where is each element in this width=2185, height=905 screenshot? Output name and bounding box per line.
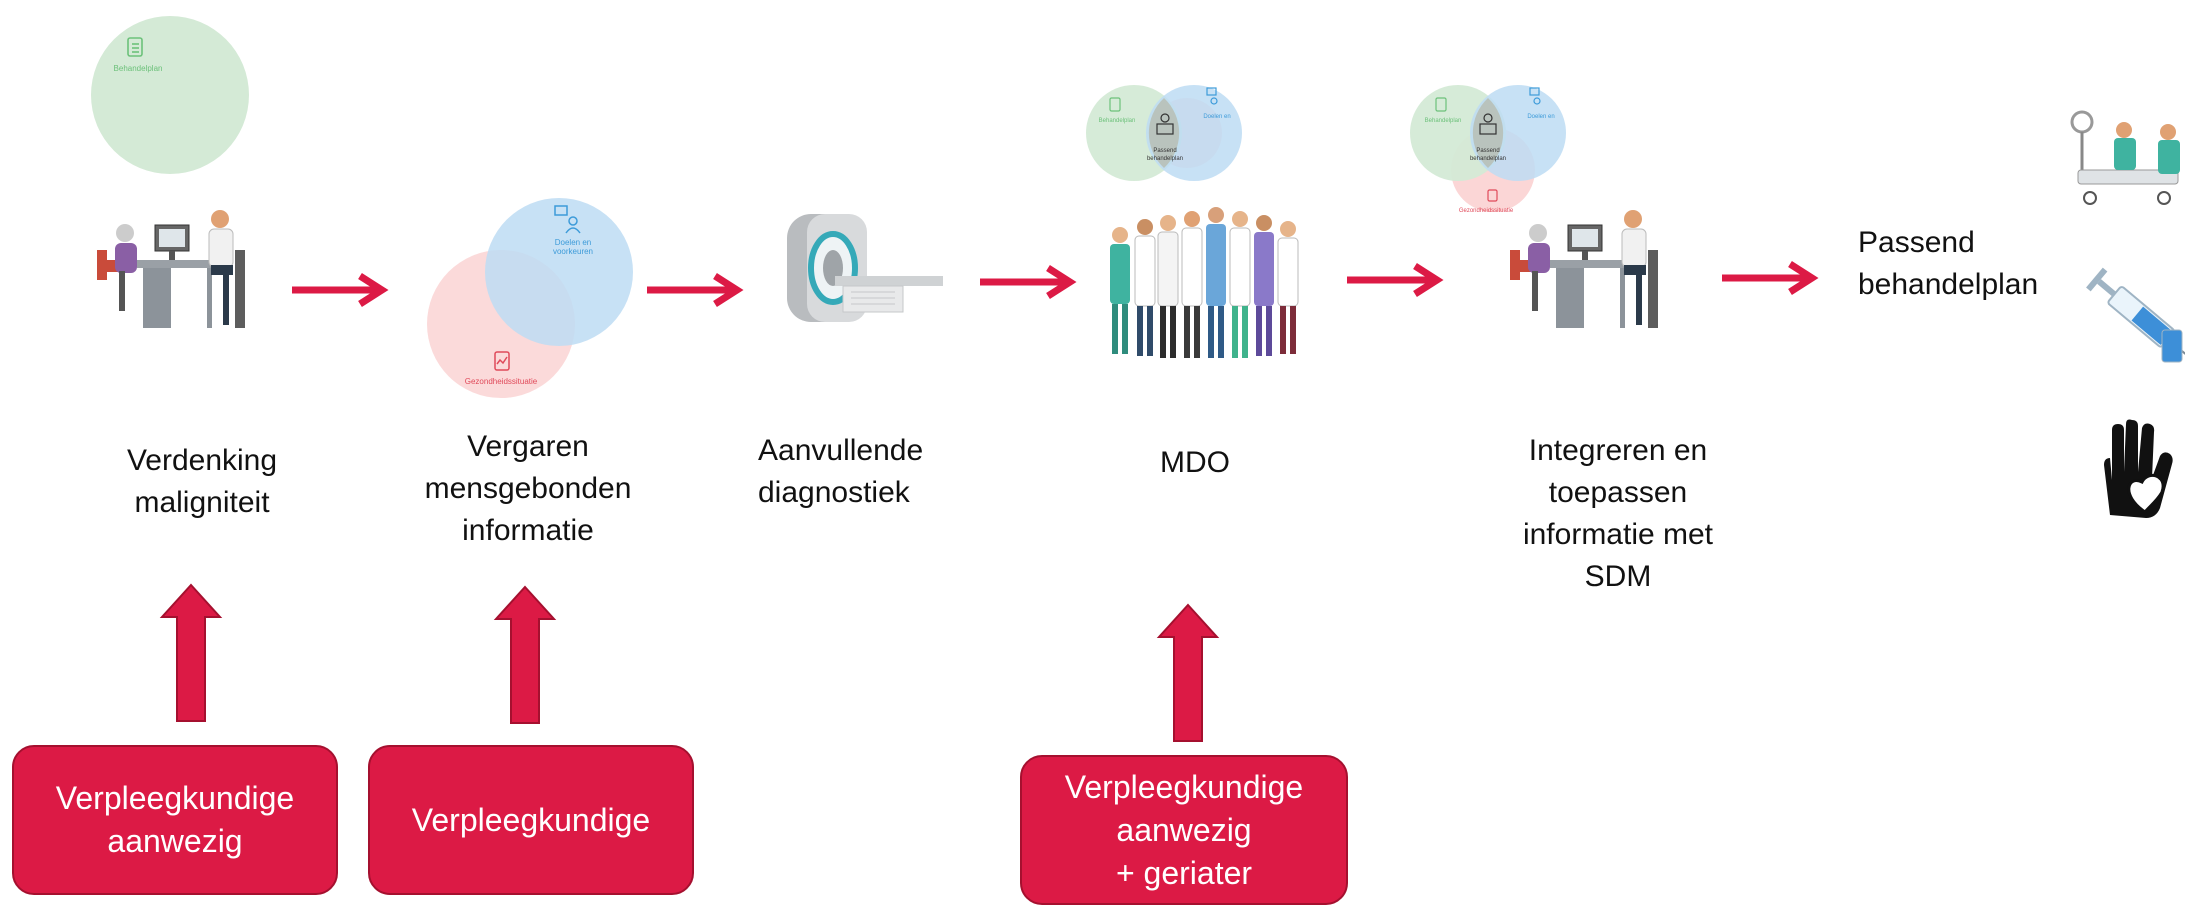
venn-sdm-label-doelen: Doelen en — [1527, 114, 1554, 120]
person-chat-icon — [554, 205, 581, 234]
venn-behandelplan-only: Behandelplan — [91, 16, 249, 174]
venn-mdo-label-passend: Passend — [1153, 148, 1176, 154]
venn-label-wensen: voorkeuren — [553, 247, 593, 256]
clipboard-icon — [127, 37, 143, 57]
venn-mdo-label-behandelplan: Behandelplan — [1099, 118, 1136, 124]
flow-arrow-3 — [980, 265, 1077, 299]
step-label-mdo: MDO — [1160, 446, 1230, 479]
medical-team-illustration — [1110, 207, 1299, 358]
role-box-verpleegkundige: Verpleegkundige — [368, 745, 694, 895]
venn-label-behandelplan: Behandelplan — [114, 64, 163, 73]
venn-sdm-label-passend: Passend — [1476, 148, 1499, 154]
venn-mdo-label-passend2: behandelplan — [1147, 156, 1183, 162]
consultation-illustration-1 — [97, 210, 245, 328]
up-arrow-1 — [159, 583, 223, 722]
health-report-icon — [1487, 189, 1498, 202]
venn-three-circles-sdm: Behandelplan Doelen en Passend behandelp… — [1410, 85, 1566, 214]
syringe-icon — [2086, 267, 2185, 363]
venn-label-doelen: Doelen en — [555, 238, 591, 247]
hand-heart-icon — [2104, 419, 2173, 518]
clipboard-icon — [1109, 97, 1121, 112]
venn-label-gezondheidsituatie: Gezondheidssituatie — [465, 377, 538, 386]
consultation-illustration-2 — [1510, 210, 1658, 328]
person-chat-icon — [1529, 87, 1541, 105]
health-report-icon — [494, 351, 510, 371]
surgery-icon — [2070, 110, 2180, 205]
clipboard-icon — [1435, 97, 1447, 112]
team-icon — [1479, 113, 1497, 135]
venn-three-circles-mdo: Behandelplan Doelen en Passend behandelp… — [1086, 85, 1242, 181]
up-arrow-3 — [1156, 603, 1220, 742]
venn-sdm-label-passend2: behandelplan — [1470, 156, 1506, 162]
flow-arrow-2 — [647, 273, 744, 307]
venn-sdm-label-gezondheid: Gezondheidssituatie — [1459, 208, 1514, 214]
up-arrow-2 — [493, 585, 557, 724]
flow-arrow-4 — [1347, 263, 1444, 297]
flow-arrow-1 — [292, 273, 389, 307]
mri-scanner-illustration — [787, 214, 943, 322]
flow-arrow-5 — [1722, 261, 1819, 295]
person-chat-icon — [1206, 87, 1218, 105]
venn-two-circles: Doelen en voorkeuren Gezondheidssituatie — [427, 198, 633, 398]
venn-mdo-label-doelen: Doelen en — [1203, 114, 1230, 120]
venn-sdm-label-behandelplan: Behandelplan — [1425, 118, 1462, 124]
team-icon — [1156, 113, 1174, 135]
